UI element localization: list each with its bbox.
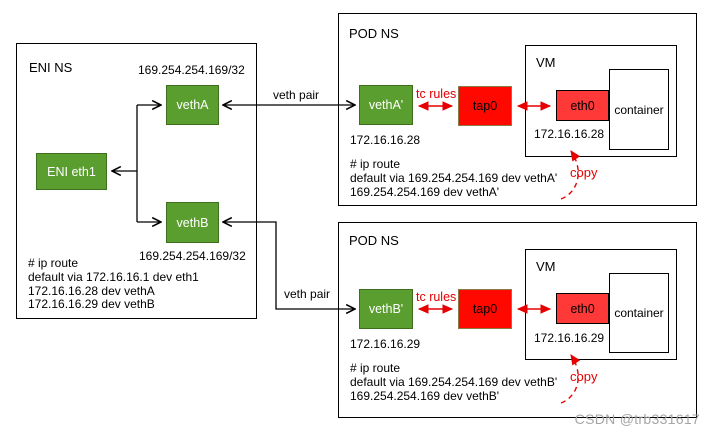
container-box-top: container [609, 69, 669, 150]
pod1-route-block: # ip route default via 169.254.254.169 d… [350, 157, 558, 199]
container-label-top: container [614, 102, 664, 117]
copy-label-bottom: copy [570, 369, 598, 384]
node-eni-eth1: ENI eth1 [36, 153, 107, 190]
route-line: default via 169.254.254.169 dev vethB' [350, 374, 558, 389]
node-vethA: vethA [166, 85, 219, 125]
tc-rules-label-bottom: tc rules [416, 290, 457, 304]
route-line: # ip route [350, 361, 401, 375]
eni-subnet-top-label: 169.254.254.169/32 [138, 63, 245, 77]
vethA-prime-ip: 172.16.16.28 [350, 133, 421, 147]
vethB-prime-ip: 172.16.16.29 [350, 337, 421, 351]
veth-pair-label-top: veth pair [273, 88, 320, 102]
node-vethB: vethB [166, 202, 219, 243]
eth0-ip-bottom: 172.16.16.29 [534, 331, 605, 345]
node-tap0-bottom: tap0 [458, 289, 512, 329]
route-line: default via 172.16.16.1 dev eth1 [28, 269, 199, 284]
pod2-route-block: # ip route default via 169.254.254.169 d… [350, 361, 558, 403]
pod-ns-title-top: POD NS [349, 26, 399, 41]
route-line: # ip route [28, 256, 79, 270]
route-line: # ip route [350, 157, 401, 171]
copy-label-top: copy [570, 165, 598, 180]
veth-pair-label-bottom: veth pair [284, 287, 331, 301]
eni-route-block: # ip route default via 172.16.16.1 dev e… [28, 256, 199, 312]
node-vethB-prime: vethB' [359, 289, 413, 329]
container-box-bottom: container [609, 273, 669, 353]
route-line: default via 169.254.254.169 dev vethA' [350, 170, 558, 185]
node-vethA-prime: vethA' [359, 85, 413, 125]
eth0-ip-top: 172.16.16.28 [534, 127, 605, 141]
container-label-bottom: container [614, 306, 664, 320]
node-eth0-top: eth0 [556, 90, 609, 121]
eni-ns-title: ENI NS [29, 60, 73, 75]
route-line: 172.16.16.29 dev vethB [28, 297, 155, 312]
tc-rules-label-top: tc rules [416, 87, 457, 101]
route-line: 172.16.16.28 dev vethA [28, 283, 155, 298]
node-tap0-top: tap0 [458, 86, 512, 126]
eni-subnet-bottom-label: 169.254.254.169/32 [139, 249, 246, 263]
vm-title-top: VM [536, 55, 556, 70]
node-eth0-bottom: eth0 [556, 293, 609, 324]
vm-title-bottom: VM [536, 259, 556, 274]
route-line: 169.254.254.169 dev vethA' [350, 184, 500, 199]
watermark-text: CSDN @trb331617 [574, 411, 700, 427]
pod-ns-title-bottom: POD NS [349, 233, 399, 248]
route-line: 169.254.254.169 dev vethB' [350, 388, 500, 403]
